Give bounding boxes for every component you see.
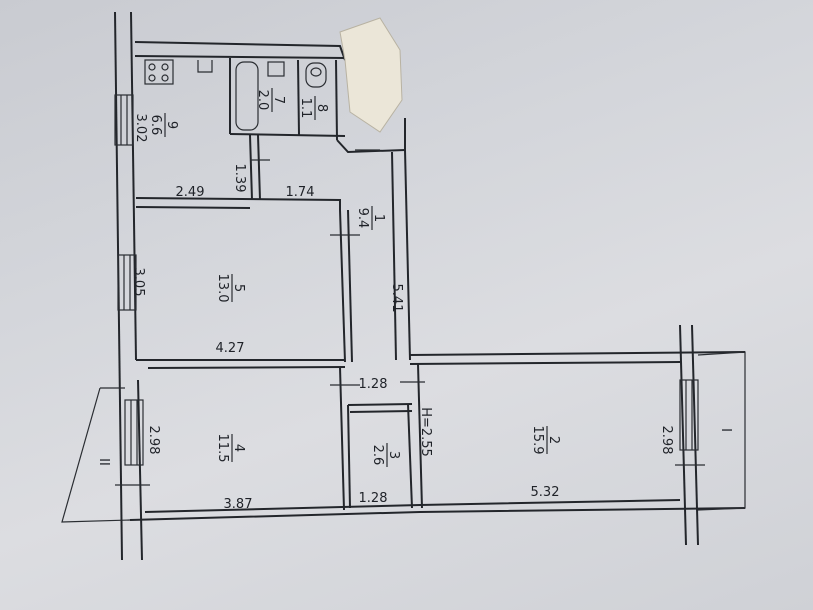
room-3-number: 3	[386, 451, 401, 459]
room-4-number: 4	[231, 444, 246, 452]
dim-room5-length: 4.27	[216, 341, 245, 356]
balcony-left-label: II	[96, 458, 111, 466]
balcony-right-outline	[697, 351, 746, 511]
window-room5	[117, 254, 137, 311]
wall-kitchen-bottom-inner	[135, 206, 251, 209]
room-7-number: 7	[271, 96, 286, 104]
dim-room2-length: 5.32	[531, 485, 560, 500]
room-7-label: 7 2.0	[255, 88, 286, 112]
toilet-icon	[305, 62, 327, 88]
wall-bottom-inner	[144, 499, 681, 513]
wall-left-inner-2	[137, 379, 143, 561]
wall-corridor-top	[336, 139, 406, 154]
wall-hall-right	[404, 149, 411, 361]
room-3-area: 2.6	[370, 445, 385, 466]
sink-icon	[197, 60, 213, 73]
wall-kitchen-bottom	[135, 197, 341, 210]
dim-kitchen-width: 3.02	[133, 114, 148, 143]
dim-kitchen-length: 2.49	[176, 185, 205, 200]
wall-left-inner	[130, 11, 137, 361]
dim-kitchen-step: 1.39	[232, 164, 247, 193]
dim-closet-top: 1.28	[359, 377, 388, 392]
dim-room2-width: 2.98	[659, 426, 674, 455]
paper-patch	[339, 17, 403, 133]
wall-bottom	[129, 507, 746, 521]
room-8-area: 1.1	[298, 98, 313, 119]
room-2-number: 2	[546, 436, 561, 444]
window-room2	[679, 379, 699, 451]
wall-room2-right	[679, 324, 687, 546]
wall-closet-top-2	[349, 410, 413, 413]
room-5-label: 5 13.0	[215, 274, 246, 303]
dim-hall-length: 5.41	[389, 284, 404, 313]
bathtub-icon	[235, 61, 259, 131]
wall-closet-left	[347, 404, 351, 509]
wall-kitchen-hall-2	[257, 134, 261, 201]
window-room4	[124, 399, 144, 466]
window-kitchen	[114, 94, 134, 146]
room-5-area: 13.0	[215, 274, 230, 303]
dim-room5-width: 3.05	[131, 268, 146, 297]
room-1-area: 9.4	[355, 208, 370, 229]
room-9-label: 9 6.6	[148, 113, 179, 137]
wall-room4-right	[339, 366, 345, 511]
windows	[114, 94, 699, 466]
room-5-number: 5	[231, 284, 246, 292]
door-marks	[115, 149, 705, 486]
wall-top-inner	[134, 55, 346, 59]
dim-hall-width: 1.74	[286, 185, 315, 200]
room-1-number: 1	[371, 214, 386, 222]
wall-bath-wc	[297, 59, 300, 136]
room-4-area: 11.5	[215, 434, 230, 463]
room-2-label: 2 15.9	[530, 426, 561, 455]
stove-icon	[144, 59, 174, 85]
wall-room2-top-inner	[409, 361, 681, 365]
dim-closet-bottom: 1.28	[359, 491, 388, 506]
balcony-right-label: I	[718, 428, 733, 432]
room-8-number: 8	[314, 104, 329, 112]
fixtures	[144, 59, 327, 131]
wall-kitchen-hall	[249, 134, 253, 201]
wall-wc-right	[335, 59, 338, 141]
room-9-area: 6.6	[148, 115, 163, 136]
room-1-label: 1 9.4	[355, 206, 386, 230]
room-4-label: 4 11.5	[215, 434, 246, 463]
wall-top	[134, 41, 346, 61]
wall-closet-top	[347, 403, 413, 406]
balcony-left-outline	[61, 387, 131, 523]
ceiling-height: H=2.55	[418, 407, 433, 457]
room-7-area: 2.0	[255, 90, 270, 111]
wall-room5-right	[339, 209, 346, 363]
room-8-label: 8 1.1	[298, 96, 329, 120]
wall-room2-top	[409, 351, 746, 356]
dim-room4-length: 3.87	[224, 497, 253, 512]
wall-room2-right-2	[691, 324, 699, 546]
dim-room4-width: 2.98	[146, 426, 161, 455]
wall-closet-right	[407, 403, 413, 509]
wall-room2-left	[417, 363, 423, 509]
wall-bath-bottom	[229, 133, 346, 137]
room-2-area: 15.9	[530, 426, 545, 455]
room-3-label: 3 2.6	[370, 443, 401, 467]
wall-room5-bottom-2	[147, 366, 346, 369]
wall-room5-right-2	[347, 209, 353, 363]
room-9-number: 9	[164, 121, 179, 129]
basin-icon	[267, 61, 285, 77]
wall-hall-right-2	[391, 151, 397, 361]
